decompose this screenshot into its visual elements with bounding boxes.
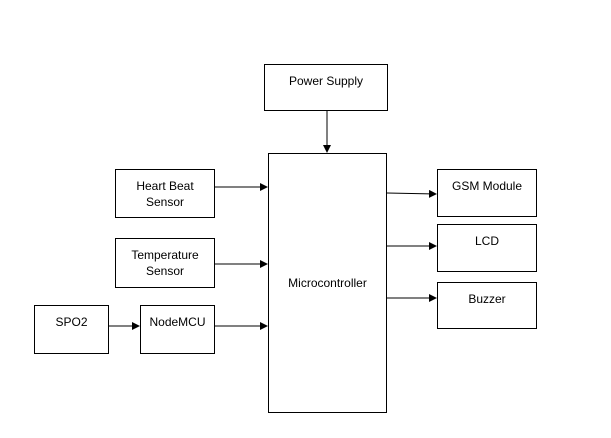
buzzer-block: Buzzer bbox=[437, 282, 537, 329]
temperature-label-line2: Sensor bbox=[145, 264, 185, 278]
heart-beat-label-line1: Heart Beat bbox=[136, 179, 194, 193]
spo2-label: SPO2 bbox=[55, 315, 88, 329]
temperature-label-line1: Temperature bbox=[131, 248, 199, 262]
heart-beat-sensor-block: Heart Beat Sensor bbox=[115, 169, 215, 218]
gsm-module-label: GSM Module bbox=[451, 179, 523, 193]
microcontroller-block: Microcontroller bbox=[268, 153, 387, 413]
spo2-block: SPO2 bbox=[34, 305, 109, 354]
nodemcu-block: NodeMCU bbox=[140, 305, 215, 354]
lcd-label: LCD bbox=[474, 234, 499, 248]
arrow-microcontroller-to-gsm bbox=[386, 189, 437, 198]
microcontroller-label: Microcontroller bbox=[288, 276, 367, 290]
nodemcu-label: NodeMCU bbox=[149, 315, 206, 329]
gsm-module-block: GSM Module bbox=[437, 169, 537, 217]
temperature-sensor-block: Temperature Sensor bbox=[115, 238, 215, 288]
lcd-block: LCD bbox=[437, 224, 537, 272]
power-supply-block: Power Supply bbox=[264, 64, 388, 111]
buzzer-label: Buzzer bbox=[468, 292, 506, 306]
power-supply-label: Power Supply bbox=[288, 74, 364, 88]
heart-beat-label-line2: Sensor bbox=[145, 195, 185, 209]
